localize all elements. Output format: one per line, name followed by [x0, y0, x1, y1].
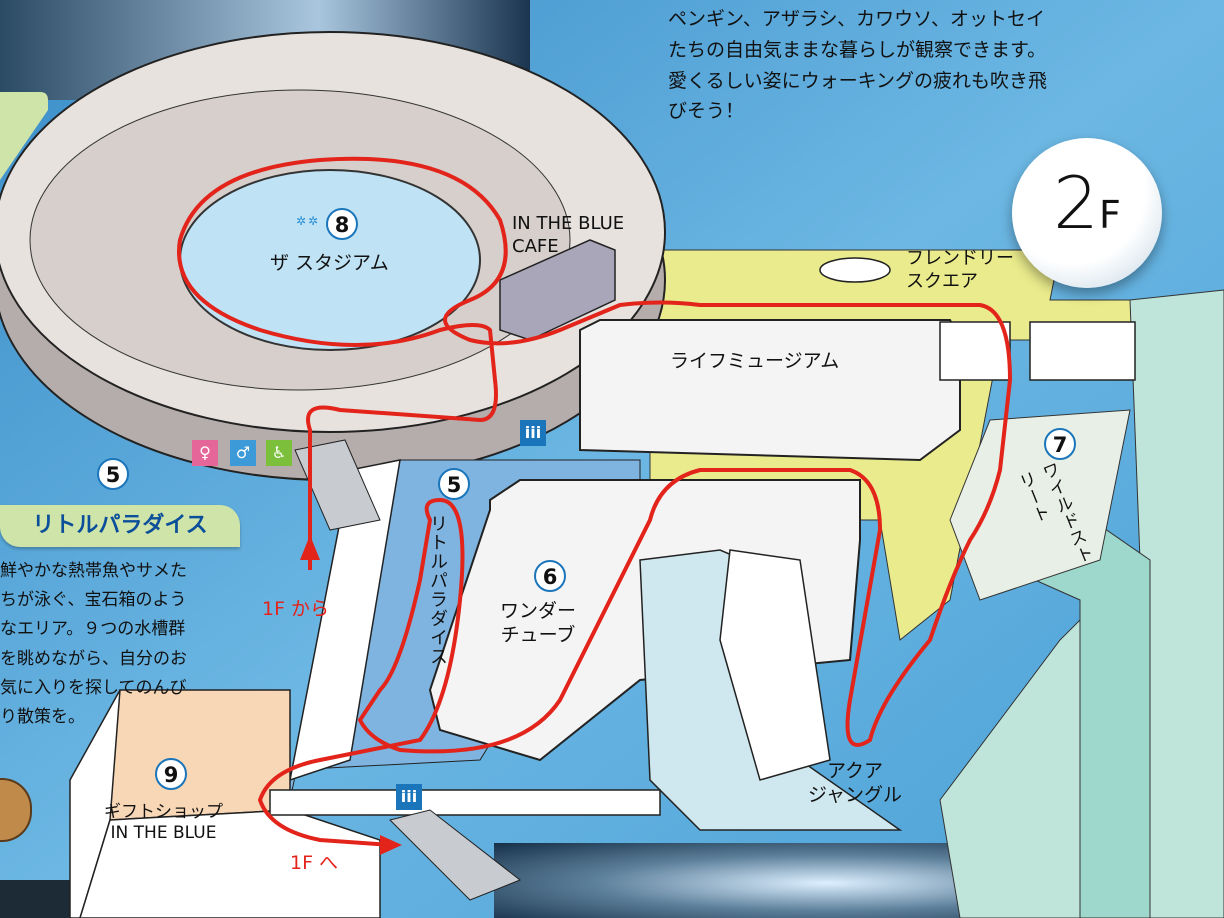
aqua-jungle-line: ジャングル: [808, 783, 903, 806]
cafe-label-line: CAFE: [512, 235, 559, 257]
life-museum-label[interactable]: ライフミュージアム: [670, 350, 840, 372]
wonder-tube-line: ワンダー: [500, 600, 577, 622]
gift-shop-label[interactable]: ギフトショップ IN THE BLUE: [104, 802, 223, 845]
intro-line: たちの自由気ままな暮らしが観察できます。: [668, 38, 1047, 61]
friendly-annex: [1029, 321, 1136, 381]
friendly-label-line: フレンドリー: [906, 248, 1014, 269]
wonder-tube-line: チューブ: [500, 623, 576, 646]
life-museum-building: [579, 319, 961, 462]
little-paradise-vertical-label[interactable]: リトルパラダイス: [427, 514, 448, 666]
aqua-jungle-line: アクア: [827, 760, 884, 782]
desc-line: 鮮やかな熱帯魚やサメた: [0, 561, 187, 581]
floor-badge: 2F: [1012, 138, 1162, 288]
aqua-jungle-label[interactable]: アクア ジャングル: [808, 760, 902, 808]
desc-line: 気に入りを探してのんび: [0, 677, 187, 698]
friendly-disc: [819, 257, 891, 283]
wonder-tube-badge: 6: [534, 560, 566, 592]
desc-line: ちが泳ぐ、宝石箱のよう: [0, 590, 187, 611]
desc-line: り散策を。: [0, 707, 85, 728]
gift-shop-badge: 9: [155, 758, 187, 790]
escalator-down: [389, 809, 521, 901]
stadium-badge: 8: [326, 208, 358, 240]
little-paradise-wall: [289, 459, 401, 782]
paradise-description: 鮮やかな熱帯魚やサメた ちが泳ぐ、宝石箱のよう なエリア。９つの水槽群 を眺めな…: [0, 557, 242, 732]
desc-line: なエリア。９つの水槽群: [0, 619, 186, 640]
floor-unit: F: [1098, 193, 1121, 237]
intro-text: ペンギン、アザラシ、カワウソ、オットセイ たちの自由気ままな暮らしが観察できます…: [668, 4, 1088, 127]
intro-line: 愛くるしい姿にウォーキングの疲れも吹き飛: [668, 69, 1048, 92]
floor-number: 2: [1053, 161, 1099, 245]
friendly-square-label[interactable]: フレンドリー スクエア: [906, 248, 1014, 293]
splash-icon: ✲✲: [296, 214, 321, 228]
cafe-label-line: IN THE BLUE: [512, 213, 625, 234]
elevator-icon: iii: [520, 420, 546, 446]
female-restroom-icon: ♀: [192, 440, 218, 466]
desc-line: を眺めながら、自分のお: [0, 648, 187, 669]
wild-street-badge: 7: [1044, 428, 1076, 460]
friendly-label-line: スクエア: [906, 270, 978, 292]
male-restroom-icon: ♂: [230, 440, 256, 466]
route-line: [177, 156, 1013, 847]
elevator-icon: iii: [396, 784, 422, 810]
title-tab-top: [0, 92, 48, 180]
escalator-up: [294, 439, 381, 531]
paradise-title: リトルパラダイス: [0, 505, 240, 547]
gift-shop-line: ギフトショップ: [104, 802, 223, 822]
route-arrow-up: [300, 535, 320, 560]
life-museum-annex: [939, 321, 1011, 381]
bridge: [269, 789, 661, 816]
intro-line: ペンギン、アザラシ、カワウソ、オットセイ: [668, 8, 1045, 30]
from-1f-label: 1F から: [262, 598, 330, 620]
cafe-building: [499, 239, 616, 341]
wonder-tube-label[interactable]: ワンダー チューブ: [500, 600, 576, 648]
route-arrow-right: [380, 835, 402, 855]
gift-shop-line: IN THE BLUE: [110, 823, 217, 844]
cafe-label[interactable]: IN THE BLUE CAFE: [512, 213, 624, 258]
stadium-label[interactable]: ザ スタジアム: [270, 252, 389, 274]
stairs-area: [949, 409, 1131, 601]
to-1f-label: 1F へ: [290, 852, 339, 874]
wheelchair-icon: ♿: [266, 440, 292, 466]
intro-line: びそう！: [668, 100, 745, 123]
little-paradise-badge: 5: [438, 468, 470, 500]
aqua-jungle-rock: [719, 549, 831, 781]
paradise-title-badge: 5: [97, 458, 129, 490]
